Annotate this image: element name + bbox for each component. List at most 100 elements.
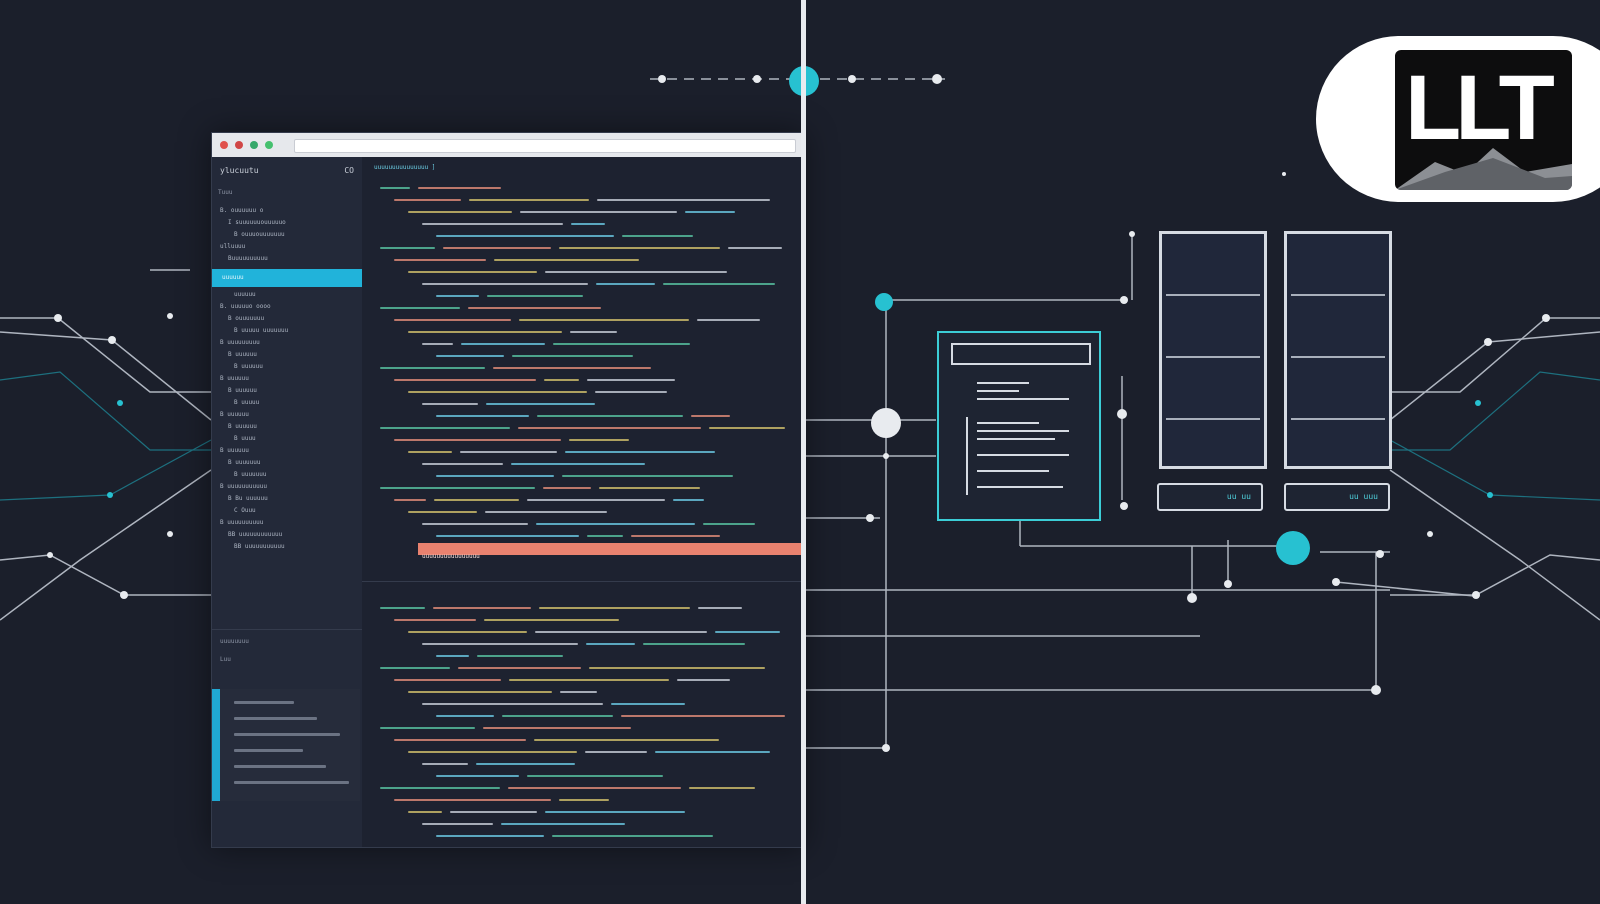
code-token — [565, 451, 715, 453]
code-token — [476, 763, 575, 765]
code-token — [621, 715, 785, 717]
tree-item[interactable]: B ouuuouuuuuuu — [234, 231, 285, 238]
code-token — [408, 451, 452, 453]
code-token — [394, 439, 561, 441]
address-bar[interactable] — [294, 139, 796, 153]
editor-tab[interactable]: uuuuuuuuuuuuuuu ] — [374, 164, 436, 171]
code-token — [394, 799, 551, 801]
server-rack-left — [1159, 231, 1267, 469]
code-token — [511, 463, 645, 465]
code-divider — [362, 581, 803, 582]
tree-item[interactable]: B uuuuuu — [220, 411, 249, 418]
code-token — [422, 523, 528, 525]
code-token — [519, 319, 689, 321]
tree-item[interactable]: C Ouuu — [234, 507, 256, 514]
code-token — [380, 307, 460, 309]
tree-item-selected[interactable]: uuuuuu — [212, 269, 370, 287]
code-token — [545, 811, 685, 813]
server-slot — [1291, 360, 1385, 420]
tree-item[interactable]: Buuuuuuuuuu — [228, 255, 268, 262]
tree-item[interactable]: B. ouuuuuu o — [220, 207, 264, 214]
list-row[interactable] — [234, 701, 294, 704]
code-token — [408, 331, 562, 333]
close-window-button[interactable] — [220, 141, 228, 149]
tree-item[interactable]: B Bu uuuuuu — [228, 495, 268, 502]
list-row[interactable] — [234, 749, 303, 752]
explorer-subheader-label: Tuuu — [218, 189, 233, 196]
status-label-left-text: uu uu — [1226, 492, 1251, 501]
code-token — [461, 343, 545, 345]
mountain-icon — [1395, 148, 1572, 190]
list-row[interactable] — [234, 733, 340, 736]
code-token — [436, 415, 529, 417]
tree-item[interactable]: B uuuuuu — [228, 351, 257, 358]
code-token — [535, 631, 707, 633]
tree-item[interactable]: B uuuuuu — [220, 447, 249, 454]
tree-item[interactable]: B uuuu — [234, 435, 256, 442]
server-slot — [1291, 298, 1385, 358]
code-token — [587, 379, 675, 381]
document-panel[interactable] — [937, 331, 1101, 521]
code-token — [380, 727, 475, 729]
tree-item[interactable]: B uuuuuuuuuuu — [220, 483, 267, 490]
code-token — [534, 739, 719, 741]
code-token — [487, 295, 583, 297]
code-token — [728, 247, 782, 249]
code-token — [436, 355, 504, 357]
code-token — [485, 511, 607, 513]
code-token — [543, 487, 591, 489]
code-token — [631, 535, 720, 537]
code-token — [502, 715, 613, 717]
code-token — [544, 379, 579, 381]
code-token — [408, 391, 587, 393]
split-divider — [801, 0, 806, 904]
tree-item[interactable]: B uuuuuuuuu — [220, 339, 260, 346]
window-control-button[interactable] — [265, 141, 273, 149]
tree-item[interactable]: B uuuuuu — [228, 387, 257, 394]
minimize-window-button[interactable] — [235, 141, 243, 149]
tree-item[interactable]: ulluuuu — [220, 243, 246, 250]
tree-item[interactable]: B uuuuuuu — [228, 459, 261, 466]
tree-item[interactable]: uuuuuu — [234, 291, 256, 298]
code-token — [380, 487, 535, 489]
list-row[interactable] — [234, 781, 349, 784]
tree-item[interactable]: B. uuuuuo oooo — [220, 303, 271, 310]
tree-item[interactable]: B uuuuuuuuuu — [220, 519, 264, 526]
server-slot — [1166, 236, 1260, 296]
code-token — [715, 631, 780, 633]
tree-item[interactable]: B uuuuu — [234, 399, 260, 406]
code-token — [622, 235, 693, 237]
maximize-window-button[interactable] — [250, 141, 258, 149]
server-slot — [1166, 298, 1260, 358]
tree-item[interactable]: B uuuuuu — [228, 423, 257, 430]
code-token — [394, 199, 461, 201]
code-token — [518, 427, 701, 429]
code-token — [422, 643, 578, 645]
tree-item[interactable]: BB uuuuuuuuuuuu — [228, 531, 283, 538]
status-label-left[interactable]: uu uu — [1157, 483, 1263, 511]
code-token — [586, 643, 635, 645]
tree-item[interactable]: I suuuuuuouuuuuo — [228, 219, 286, 226]
tree-item[interactable]: B uuuuuu — [234, 363, 263, 370]
code-area[interactable]: uuuuuuuuuuuuuuu ] uuuuuuuuuuuuuuuu — [362, 157, 803, 847]
tree-item[interactable]: BB uuuuuuuuuuu — [234, 543, 285, 550]
code-token — [587, 535, 623, 537]
code-token — [553, 343, 690, 345]
list-row[interactable] — [234, 717, 317, 720]
tree-item[interactable]: B ouuuuuuu — [228, 315, 265, 322]
server-slot — [1291, 422, 1385, 480]
tree-item[interactable]: B uuuuu uuuuuuu — [234, 327, 289, 334]
status-label-right[interactable]: uu uuu — [1284, 483, 1390, 511]
code-token — [394, 739, 526, 741]
code-token — [595, 391, 667, 393]
list-row[interactable] — [234, 765, 326, 768]
code-token — [486, 403, 595, 405]
code-token — [585, 751, 647, 753]
code-token — [380, 187, 410, 189]
code-token — [698, 607, 742, 609]
tree-item[interactable]: B uuuuuu — [220, 375, 249, 382]
code-token — [509, 679, 669, 681]
tree-item[interactable]: B uuuuuuu — [234, 471, 267, 478]
code-token — [394, 379, 536, 381]
